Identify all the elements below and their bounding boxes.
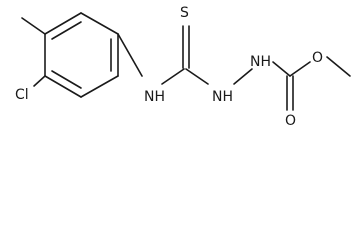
atom-nh-hydrazide-2: NH: [250, 54, 271, 70]
bond-nh-c: [161, 68, 185, 85]
atom-nh-aryl: NH: [144, 89, 165, 105]
bond-o-methyl: [326, 56, 351, 77]
bond-c-oester: [289, 61, 311, 77]
atom-nh-hydrazide-1: NH: [212, 89, 233, 105]
bond-chloro: [33, 75, 46, 87]
bond-nh-co: [272, 61, 291, 77]
bond-nh-nh: [233, 68, 253, 85]
bond-ring-double-3: [51, 70, 82, 89]
bond-ring-1: [44, 12, 82, 35]
structure-canvas: Cl NH S NH NH O O: [15, 5, 351, 129]
bond-ring-4: [80, 75, 119, 98]
bond-ring-double-1: [51, 21, 82, 40]
molecule-diagram: Cl NH S NH NH O O: [15, 5, 351, 129]
bond-ring-5: [44, 75, 82, 98]
bond-ring-2: [80, 12, 119, 35]
atom-o-ester: O: [312, 50, 323, 66]
benzene-ring: [44, 12, 119, 98]
bond-ring-nh: [117, 33, 143, 77]
bond-methyl: [21, 17, 46, 35]
bond-c-nh: [185, 68, 209, 85]
atom-cl: Cl: [15, 87, 29, 103]
atom-o-carbonyl: O: [285, 113, 296, 129]
atom-s: S: [180, 5, 189, 21]
